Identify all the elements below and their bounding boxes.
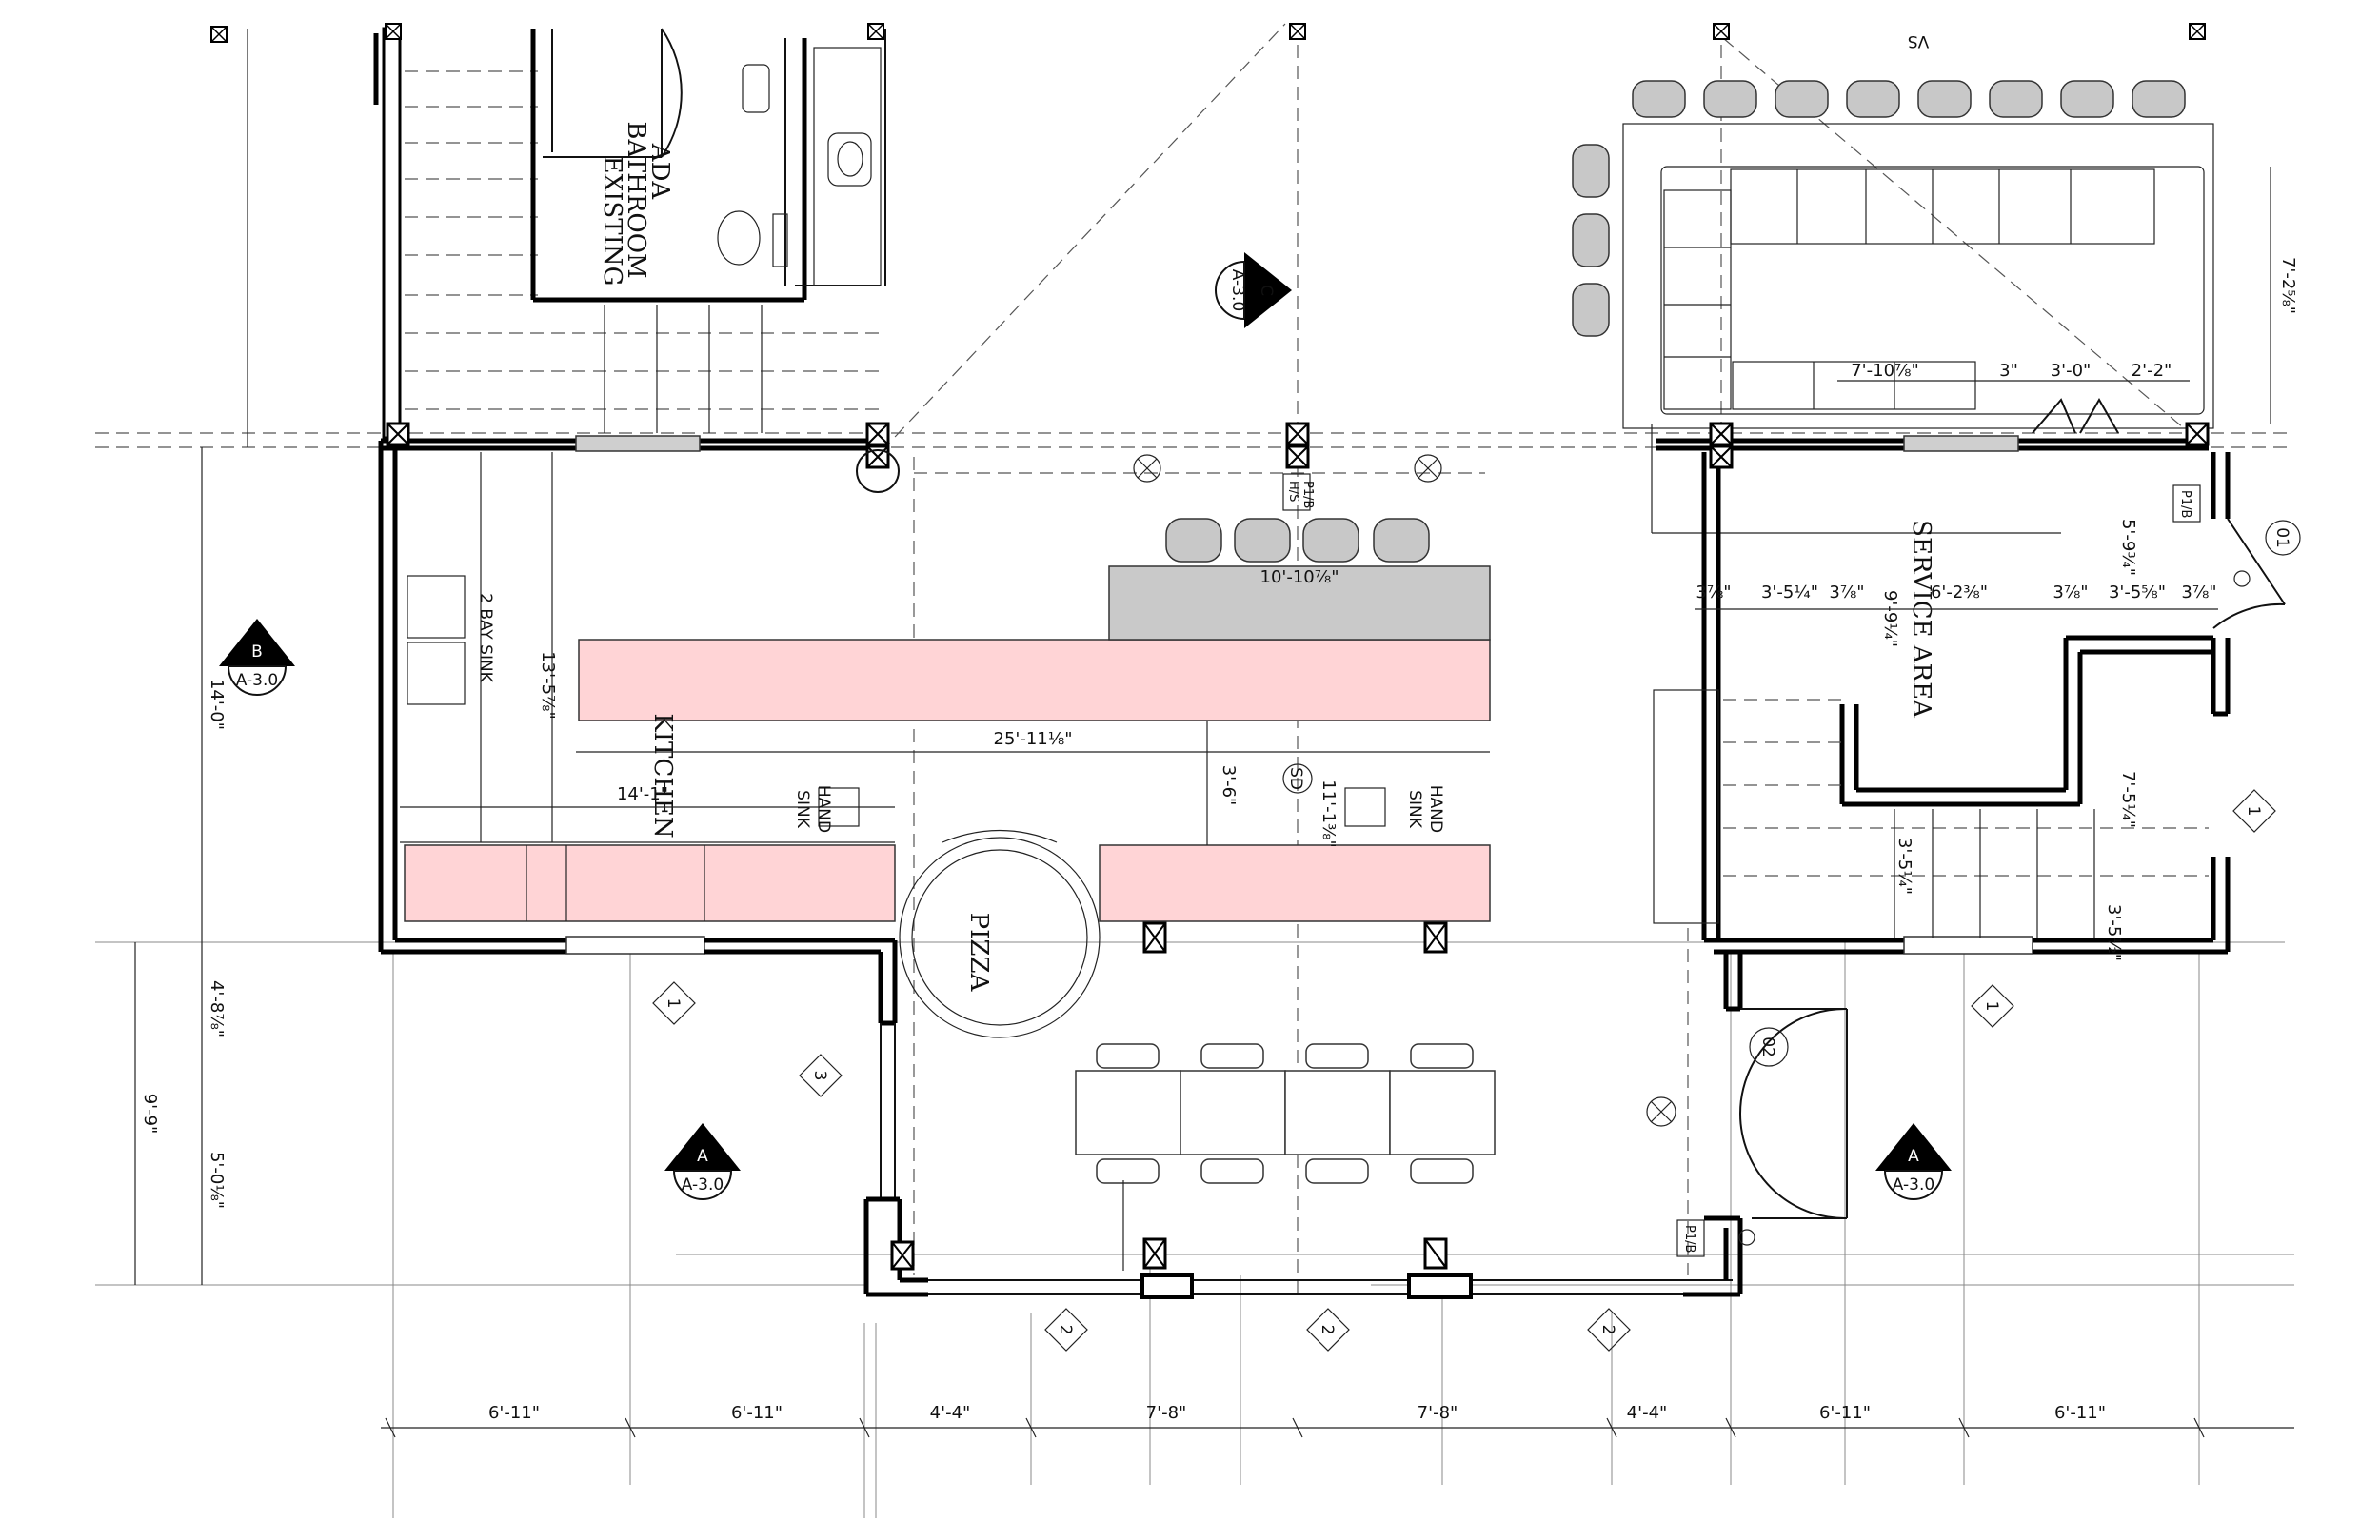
dim-service-3: 6'-2⅜" [1931,582,1988,602]
dining-tables [1075,1043,1676,1271]
counter-bottom-right [1099,844,1491,922]
kitchen-label: KITCHEN [648,713,677,838]
section-a-left-sheet: A-3.0 [682,1175,724,1194]
dim-service-1: 3'-5¼" [1761,582,1818,602]
bar-stools-kitchen [1165,518,1430,563]
dimensions: 6'-11" 6'-11" 4'-4" 7'-8" 7'-8" 4'-4" 6'… [134,29,2294,1438]
dim-bottom-0: 6'-11" [488,1403,540,1423]
dim-service-4: 3⅞" [2053,582,2088,602]
dim-service-r2: 7'-5¼" [2118,771,2138,828]
dim-bottom-3: 7'-8" [1146,1403,1187,1423]
dim-top-row-1: 3" [1999,361,2018,381]
tags: P1/B H/S P1/B P1/B 1 3 2 2 2 1 1 02 01 [652,473,2301,1352]
columns [210,23,2210,1271]
dim-bottom-5: 4'-4" [1627,1403,1668,1423]
dim-service-small: 3'-5½" [2104,904,2124,961]
elev-tag-d3: 3 [799,1054,843,1097]
section-a-right-letter: A [1908,1147,1919,1166]
dim-aisle: 3'-6" [1219,765,1239,806]
sd-tag: SD [1286,767,1305,790]
dim-counter-depth: 13'-5⅞" [538,651,558,720]
dim-top-row-0: 7'-10⅞" [1851,361,1919,381]
elev-tag-d2c-text: 2 [1598,1325,1617,1335]
elev-tag-c02: 02 [1758,1037,1777,1057]
bathroom-label-line3: EXISTING [598,156,626,286]
panel-tag-p2: P1/B [2178,490,2192,518]
dim-bottom-4: 7'-8" [1418,1403,1458,1423]
bathroom-label-line1: ADA [645,143,674,201]
walls [378,435,2286,1299]
hand-sink-left-l2: SINK [793,790,812,829]
dim-left-overall: 14'-0" [207,679,227,730]
elev-tag-d1c: 1 [2232,789,2276,833]
section-c-letter: C [1257,285,1276,296]
service-area-label: SERVICE AREA [1907,520,1935,719]
panel-tag-p1: P1/B [1300,481,1315,508]
section-marker-a-left: A A-3.0 [664,1123,741,1200]
elev-tag-d3-text: 3 [810,1071,829,1081]
elev-tag-d1c-text: 1 [2244,806,2263,817]
dim-service-6: 3⅞" [2181,582,2216,602]
pizza-label: PIZZA [964,913,993,993]
dim-top-row-3: 2'-2" [2132,361,2172,381]
section-a-right-sheet: A-3.0 [1893,1175,1934,1194]
counter-bottom-left [404,844,896,922]
section-b-letter: B [251,642,263,661]
dim-left-sub-0: 4'-8⅞" [207,980,227,1037]
dim-kitchen-w: 14'-1" [617,784,668,804]
dim-service-2: 3⅞" [1829,582,1864,602]
dim-service-r3: 3'-5¼" [1894,838,1914,895]
section-marker-a-right: A A-3.0 [1875,1123,1952,1200]
bar-stools-side [1572,144,1610,337]
elev-tag-d1a: 1 [652,981,696,1025]
dim-bottom-2: 4'-4" [930,1403,971,1423]
top-bar-area: VS 7'-2⅝" 7'-10⅞" 3" 3'-0" 2'-2" [1572,31,2298,534]
elev-tag-d2a-text: 2 [1056,1325,1075,1335]
elev-tag-d1b: 1 [1971,984,2014,1028]
dim-bar-len: 10'-10⅞" [1260,567,1339,587]
bathroom-area: ADA BATHROOM EXISTING [373,27,886,440]
elev-tag-d2b: 2 [1306,1308,1350,1352]
bar-stools-top [1632,80,2186,118]
dim-counter-len: 25'-11⅛" [994,729,1073,749]
vs-tag: VS [1908,31,1929,50]
dim-service-r: 5'-9¾" [2118,519,2138,576]
hand-sink-right-l1: HAND [1426,785,1445,833]
dim-service-5: 3'-5⅝" [2109,582,2166,602]
service-area: SERVICE AREA 9'-9¼" 3⅞" 3'-5¼" 3⅞" 6'-2⅜… [1653,519,2218,961]
dim-top-row-2: 3'-0" [2051,361,2092,381]
elev-tag-d1a-text: 1 [664,998,683,1009]
dim-bottom-7: 6'-11" [2054,1403,2106,1423]
section-c-sheet: A-3.0 [1228,269,1247,311]
dim-left-outer: 9'-9" [140,1094,160,1135]
elev-tag-d2c: 2 [1587,1308,1631,1352]
counter-long [578,639,1491,721]
hand-sink-left-l1: HAND [814,785,833,833]
bar-counter [1108,565,1491,641]
section-marker-c: C A-3.0 [1215,252,1292,328]
dim-left-sub-1: 5'-0⅛" [207,1152,227,1209]
dim-bottom-6: 6'-11" [1819,1403,1871,1423]
section-a-left-letter: A [697,1147,708,1166]
elev-tag-d1b-text: 1 [1982,1001,2001,1012]
dim-service-0: 3⅞" [1696,582,1731,602]
dim-service-v: 9'-9¼" [1880,590,1900,647]
elev-tag-d2a: 2 [1044,1308,1088,1352]
panel-tag-hs: H/S [1286,481,1300,502]
kitchen: 2 BAY SINK HAND SINK HAND SINK SD PIZZA [400,452,1491,1038]
dim-aisle2: 11'-1⅜" [1319,780,1339,848]
bathroom-label-line2: BATHROOM [622,121,650,278]
section-b-sheet: A-3.0 [236,671,278,690]
elev-tag-c01: 01 [2272,527,2291,548]
dim-bottom-1: 6'-11" [731,1403,783,1423]
section-markers: B A-3.0 C A-3.0 A A-3.0 A A-3.0 [219,252,1952,1200]
dim-top-right: 7'-2⅝" [2278,257,2298,314]
hand-sink-right-l2: SINK [1405,790,1424,829]
two-bay-sink-label: 2 BAY SINK [476,593,495,683]
panel-tag-p3: P1/B [1682,1225,1696,1253]
section-marker-b: B A-3.0 [219,619,295,696]
elev-tag-d2b-text: 2 [1318,1325,1337,1335]
